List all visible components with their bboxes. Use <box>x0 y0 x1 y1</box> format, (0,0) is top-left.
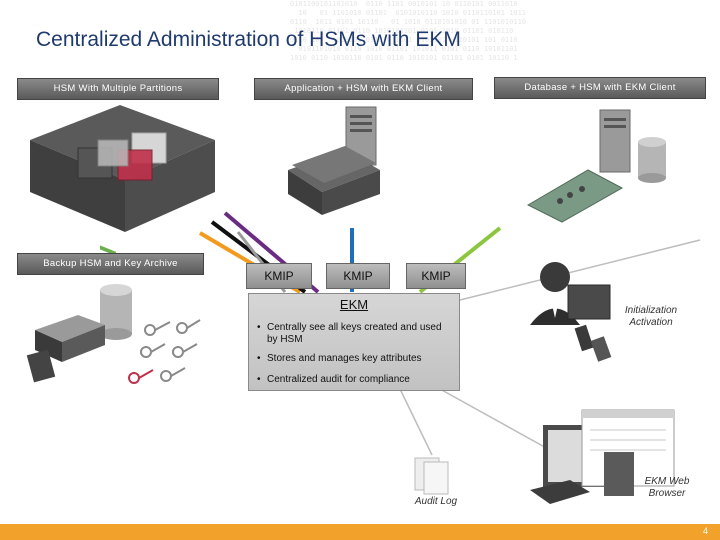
ekm-bullet-2: • Stores and manages key attributes <box>257 353 452 365</box>
bullet-dot: • <box>257 353 261 364</box>
database-icon <box>638 137 666 183</box>
panel-label-app-client: Application + HSM with EKM Client <box>254 78 473 100</box>
page-number: 4 <box>702 526 708 536</box>
ekm-bullet-3: • Centralized audit for compliance <box>257 374 452 386</box>
init-activation-label: Initialization Activation <box>624 305 678 328</box>
hsm-card-icon <box>526 169 624 223</box>
ekm-bullet-text: Centralized audit for compliance <box>267 374 410 385</box>
kmip-label-1: KMIP <box>246 263 312 289</box>
backup-database-icon <box>100 284 132 340</box>
kmip-label-2: KMIP <box>326 263 390 289</box>
ekm-bullet-text: Centrally see all keys created and used … <box>267 322 442 345</box>
partition-cubes-icon <box>77 132 167 181</box>
panel-label-db-client: Database + HSM with EKM Client <box>494 77 706 99</box>
ekm-bullet-text: Stores and manages key attributes <box>267 353 422 364</box>
connector-to-browser <box>439 388 551 451</box>
card-reader-icon <box>26 349 56 383</box>
app-hsm-icon <box>288 146 380 215</box>
audit-log-label: Audit Log <box>414 496 458 507</box>
ekm-box: EKM • Centrally see all keys created and… <box>248 293 460 391</box>
db-server-icon <box>599 109 631 173</box>
footer-bar: 4 <box>0 524 720 540</box>
workstation-icon <box>530 409 675 504</box>
keys-icon <box>128 319 201 384</box>
binary-background-pattern: 0101100101101010 0110 1101 0010101 10 01… <box>290 0 527 62</box>
ekm-bullet-1: • Centrally see all keys created and use… <box>257 322 452 346</box>
connector-to-audit <box>399 388 433 456</box>
bullet-dot: • <box>257 374 261 385</box>
audit-log-icon <box>414 457 449 495</box>
panel-label-backup: Backup HSM and Key Archive <box>17 253 204 275</box>
administrator-icon <box>530 262 612 362</box>
kmip-label-3: KMIP <box>406 263 466 289</box>
page-title: Centralized Administration of HSMs with … <box>36 28 461 51</box>
panel-label-hsm-partitions: HSM With Multiple Partitions <box>17 78 219 100</box>
ekm-title: EKM <box>339 297 369 312</box>
connector-gray-right <box>459 239 701 301</box>
ekm-web-browser-label: EKM Web Browser <box>644 476 690 499</box>
backup-hsm-device-icon <box>35 315 105 362</box>
bullet-dot: • <box>257 322 261 333</box>
